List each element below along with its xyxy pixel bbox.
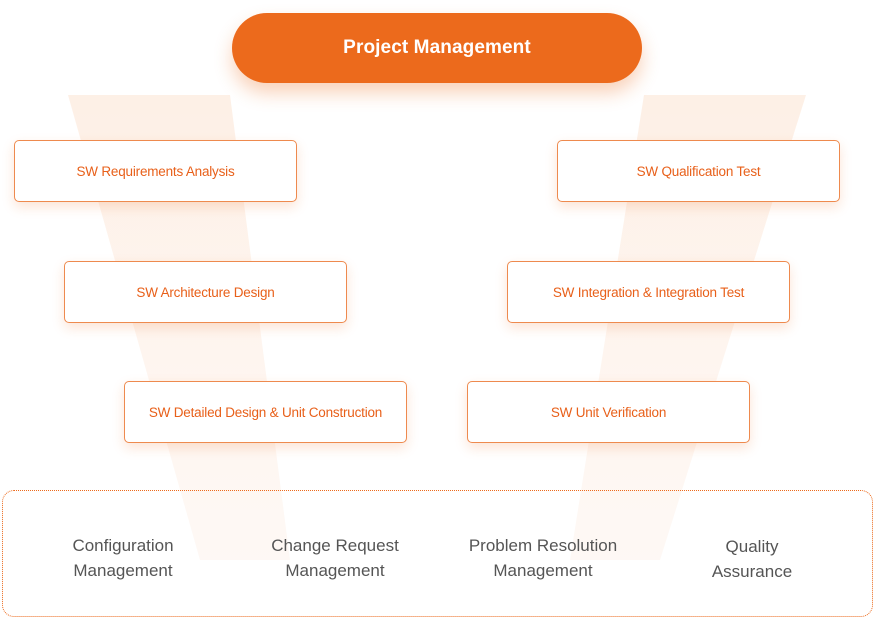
support-problem-resolution-management: Problem Resolution Management bbox=[468, 536, 618, 580]
phase-label: SW Requirements Analysis bbox=[76, 163, 235, 179]
phase-label: SW Architecture Design bbox=[136, 284, 275, 300]
support-configuration-management: Configuration Management bbox=[72, 536, 174, 580]
support-change-request-management: Change Request Management bbox=[271, 536, 399, 580]
phase-sw-unit-verification: SW Unit Verification bbox=[467, 381, 750, 443]
project-management-label: Project Management bbox=[343, 37, 531, 58]
phase-label: SW Unit Verification bbox=[550, 404, 667, 420]
phase-label: SW Qualification Test bbox=[636, 163, 761, 179]
support-quality-assurance: Quality Assurance bbox=[711, 537, 793, 581]
phase-label: SW Detailed Design & Unit Construction bbox=[148, 404, 383, 420]
phase-label: SW Integration & Integration Test bbox=[552, 284, 745, 300]
project-management-pill: Project Management bbox=[232, 13, 642, 83]
phase-sw-architecture-design: SW Architecture Design bbox=[64, 261, 347, 323]
phase-sw-integration-test: SW Integration & Integration Test bbox=[507, 261, 790, 323]
v-right-arm bbox=[570, 95, 806, 560]
v-left-arm bbox=[68, 95, 290, 560]
phase-sw-qualification-test: SW Qualification Test bbox=[557, 140, 840, 202]
phase-sw-requirements-analysis: SW Requirements Analysis bbox=[14, 140, 297, 202]
support-processes-container: Configuration Management Change Request … bbox=[2, 490, 873, 617]
phase-sw-detailed-design: SW Detailed Design & Unit Construction bbox=[124, 381, 407, 443]
